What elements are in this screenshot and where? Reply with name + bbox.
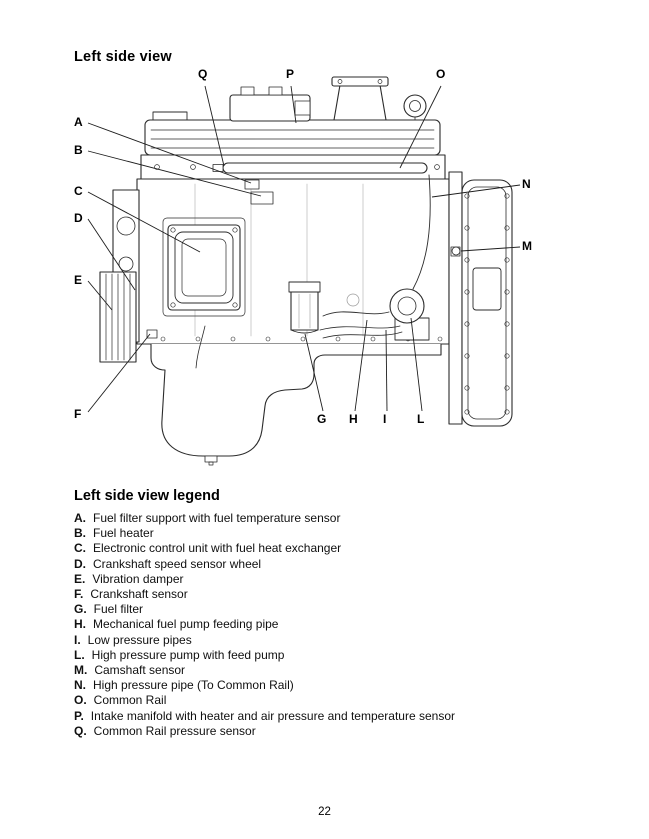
legend-text: Common Rail: [93, 693, 167, 708]
legend-section: Left side view legend A. Fuel filter supp…: [74, 488, 614, 739]
leader-n: [431, 184, 521, 198]
legend-letter: F.: [74, 587, 84, 602]
legend-text: Common Rail pressure sensor: [93, 723, 256, 738]
page-title: Left side view: [74, 49, 172, 65]
callout-q: Q: [198, 67, 208, 81]
legend-item-a: A. Fuel filter support with fuel temperat…: [74, 511, 614, 526]
legend-text: High pressure pipe (To Common Rail): [93, 678, 294, 693]
legend-item-i: I. Low pressure pipes: [74, 633, 614, 648]
engine-diagram: Q P O A B C D E F N M G H I L: [74, 67, 532, 466]
leader-q: [204, 85, 225, 167]
legend-item-c: C. Electronic control unit with fuel heat…: [74, 541, 614, 556]
legend-letter: C.: [74, 541, 86, 556]
engine-line-art: [87, 76, 521, 466]
leader-a: [87, 122, 252, 184]
legend-text: Crankshaft sensor: [90, 587, 188, 602]
legend-text: Fuel heater: [93, 526, 154, 541]
legend-letter: O.: [74, 693, 87, 708]
legend-letter: A.: [74, 511, 86, 525]
legend-item-g: G. Fuel filter: [74, 602, 614, 617]
legend-list: A. Fuel filter support with fuel temperat…: [74, 511, 614, 739]
legend-text: High pressure pump with feed pump: [91, 647, 285, 662]
callout-n: N: [522, 177, 531, 191]
leader-d: [87, 218, 136, 291]
legend-letter: B.: [74, 526, 86, 541]
legend-item-e: E. Vibration damper: [74, 572, 614, 587]
leader-l: [410, 317, 423, 412]
page-number: 22: [318, 806, 331, 818]
callout-p: P: [286, 67, 295, 81]
legend-item-d: D. Crankshaft speed sensor wheel: [74, 557, 614, 572]
legend-letter: D.: [74, 556, 86, 571]
legend-letter: N.: [74, 678, 86, 693]
legend-letter: G.: [74, 602, 87, 617]
legend-text: Camshaft sensor: [94, 663, 186, 678]
callout-o: O: [436, 67, 446, 81]
leader-e: [87, 280, 113, 311]
leader-g: [304, 333, 324, 412]
legend-letter: Q.: [74, 723, 87, 738]
callout-c: C: [74, 184, 83, 198]
legend-item-f: F. Crankshaft sensor: [74, 587, 614, 602]
legend-text: Fuel filter: [93, 602, 144, 617]
callout-i: I: [383, 412, 387, 426]
callout-d: D: [74, 211, 83, 225]
leader-c: [87, 191, 201, 253]
callout-m: M: [522, 239, 532, 253]
legend-item-h: H. Mechanical fuel pump feeding pipe: [74, 617, 614, 632]
legend-item-b: B. Fuel heater: [74, 526, 614, 541]
legend-item-q: Q. Common Rail pressure sensor: [74, 724, 614, 739]
callout-f: F: [74, 407, 82, 421]
leader-o: [399, 85, 442, 169]
legend-letter: L.: [74, 647, 85, 662]
callout-h: H: [349, 412, 358, 426]
leader-b: [87, 150, 262, 197]
legend-item-p: P. Intake manifold with heater and air pr…: [74, 709, 614, 724]
legend-letter: M.: [74, 663, 88, 678]
leader-p: [290, 85, 297, 124]
legend-item-l: L. High pressure pump with feed pump: [74, 648, 614, 663]
legend-letter: E.: [74, 571, 86, 586]
legend-text: Crankshaft speed sensor wheel: [93, 556, 262, 571]
leader-f: [87, 333, 151, 413]
legend-item-m: M. Camshaft sensor: [74, 663, 614, 678]
legend-text: Electronic control unit with fuel heat e…: [93, 541, 342, 556]
legend-text: Mechanical fuel pump feeding pipe: [93, 617, 279, 632]
engine-drawing: [99, 76, 513, 466]
leader-lines: [87, 85, 521, 413]
legend-text: Vibration damper: [92, 571, 184, 586]
legend-letter: P.: [74, 708, 84, 723]
callout-l: L: [417, 412, 425, 426]
callout-a: A: [74, 115, 83, 129]
legend-letter: H.: [74, 617, 86, 632]
leader-i: [385, 329, 388, 412]
leader-m: [460, 246, 521, 252]
leader-h: [354, 319, 368, 412]
legend-item-n: N. High pressure pipe (To Common Rail): [74, 678, 614, 693]
callout-g: G: [317, 412, 327, 426]
legend-text: Low pressure pipes: [87, 632, 192, 647]
callout-b: B: [74, 143, 83, 157]
legend-item-o: O. Common Rail: [74, 693, 614, 708]
legend-title: Left side view legend: [74, 488, 220, 504]
legend-text: Intake manifold with heater and air pres…: [90, 708, 455, 723]
legend-letter: I.: [74, 632, 81, 647]
callout-e: E: [74, 273, 83, 287]
legend-text: Fuel filter support with fuel temperatur…: [93, 511, 341, 525]
